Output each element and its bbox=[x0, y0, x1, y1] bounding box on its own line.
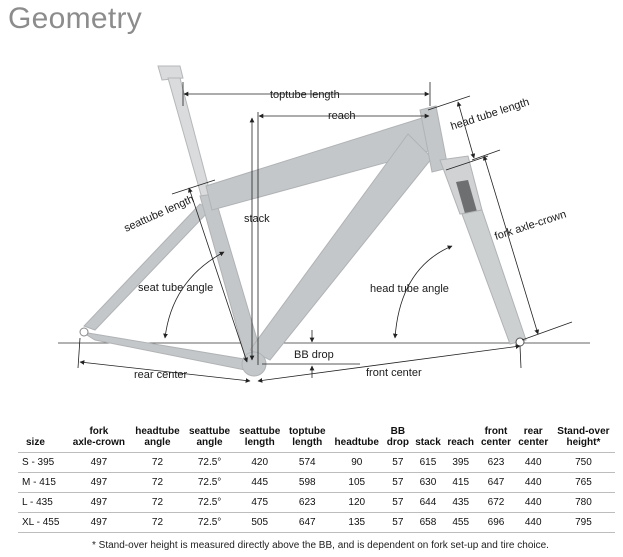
label-front-center: front center bbox=[366, 367, 422, 379]
table-cell: 574 bbox=[284, 452, 330, 473]
table-cell: 72 bbox=[130, 512, 185, 533]
table-cell: 765 bbox=[551, 472, 615, 493]
column-header: stack bbox=[415, 437, 441, 448]
table-cell: 435 bbox=[444, 492, 478, 513]
table-cell: 72.5° bbox=[184, 512, 235, 533]
label-fork-axle-crown: fork axle-crown bbox=[493, 208, 568, 242]
table-cell: 420 bbox=[234, 452, 285, 473]
table-cell: 672 bbox=[477, 492, 515, 513]
table-cell: 475 bbox=[234, 492, 285, 513]
dimension-lines bbox=[77, 82, 573, 383]
table-cell: 57 bbox=[383, 492, 412, 513]
table-cell: 623 bbox=[284, 492, 330, 513]
table-cell: 780 bbox=[551, 492, 615, 513]
label-rear-center: rear center bbox=[134, 369, 188, 381]
table-cell: 72.5° bbox=[184, 472, 235, 493]
column-header: size bbox=[26, 437, 45, 448]
table-cell: 105 bbox=[329, 472, 384, 493]
table-cell: 658 bbox=[411, 512, 445, 533]
table-cell: 598 bbox=[284, 472, 330, 493]
table-cell: 440 bbox=[514, 452, 552, 473]
frame-geometry-diagram: toptube length reach head tube length se… bbox=[58, 65, 590, 383]
table-cell: 72 bbox=[130, 492, 185, 513]
label-toptube-length: toptube length bbox=[270, 89, 340, 101]
table-cell: 57 bbox=[383, 472, 412, 493]
table-cell: 615 bbox=[411, 452, 445, 473]
table-cell: 497 bbox=[67, 452, 131, 473]
table-cell: 497 bbox=[67, 512, 131, 533]
table-cell: 647 bbox=[477, 472, 515, 493]
table-cell: 497 bbox=[67, 472, 131, 493]
table-cell: 120 bbox=[329, 492, 384, 513]
table-cell: 72 bbox=[130, 452, 185, 473]
label-head-tube-angle: head tube angle bbox=[370, 283, 449, 295]
table-cell: 505 bbox=[234, 512, 285, 533]
table-cell: 455 bbox=[444, 512, 478, 533]
table-cell: 440 bbox=[514, 472, 552, 493]
table-cell: 135 bbox=[329, 512, 384, 533]
table-cell: 415 bbox=[444, 472, 478, 493]
table-cell: 630 bbox=[411, 472, 445, 493]
page-title: Geometry bbox=[8, 2, 143, 35]
table-cell: 395 bbox=[444, 452, 478, 473]
table-cell: 57 bbox=[383, 452, 412, 473]
table-cell: 497 bbox=[67, 492, 131, 513]
table-cell: 57 bbox=[383, 512, 412, 533]
table-cell: 72.5° bbox=[184, 492, 235, 513]
table-cell: 440 bbox=[514, 512, 552, 533]
table-cell: 644 bbox=[411, 492, 445, 513]
table-cell: 440 bbox=[514, 492, 552, 513]
table-cell: 623 bbox=[477, 452, 515, 473]
bike-frame bbox=[79, 105, 449, 377]
label-seat-tube-angle: seat tube angle bbox=[138, 282, 213, 294]
label-stack: stack bbox=[244, 213, 270, 225]
table-cell: 795 bbox=[551, 512, 615, 533]
column-header: reach bbox=[447, 437, 475, 448]
table-cell: S - 395 bbox=[18, 452, 68, 473]
table-cell: 72 bbox=[130, 472, 185, 493]
table-cell: M - 415 bbox=[18, 472, 68, 493]
seatpost bbox=[157, 65, 213, 203]
column-header: headtube bbox=[334, 437, 379, 448]
table-cell: 647 bbox=[284, 512, 330, 533]
label-bb-drop: BB drop bbox=[294, 349, 334, 361]
footnote: * Stand-over height is measured directly… bbox=[92, 540, 549, 551]
table-cell: 445 bbox=[234, 472, 285, 493]
table-cell: XL - 455 bbox=[18, 512, 68, 533]
label-reach: reach bbox=[328, 110, 356, 122]
table-cell: L - 435 bbox=[18, 492, 68, 513]
table-cell: 696 bbox=[477, 512, 515, 533]
table-cell: 72.5° bbox=[184, 452, 235, 473]
table-cell: 750 bbox=[551, 452, 615, 473]
table-cell: 90 bbox=[329, 452, 384, 473]
